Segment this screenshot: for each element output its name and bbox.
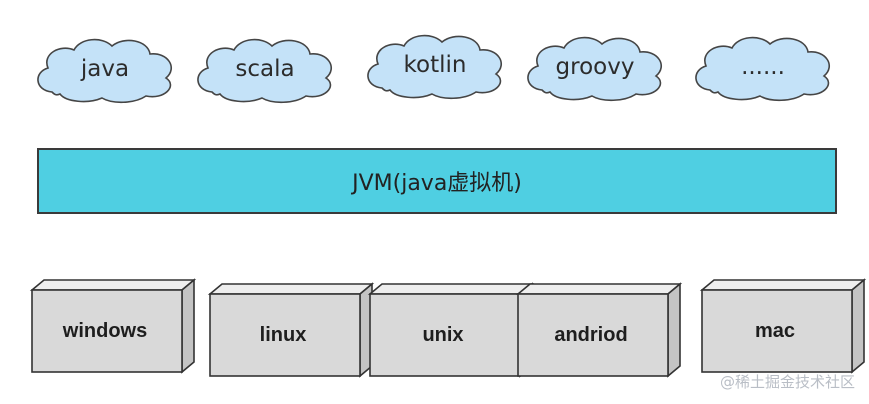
cloud-icon — [695, 36, 830, 102]
cloud-label: scala — [235, 56, 295, 82]
cloud-more: ...... — [688, 32, 838, 102]
jvm-label: JVM(java虚拟机) — [352, 171, 522, 196]
platform-box-unix: unix — [367, 282, 535, 378]
platform-label: mac — [754, 319, 796, 342]
platform-label: andriod — [554, 323, 628, 346]
platform-box-andriod: andriod — [515, 282, 683, 378]
box-icon — [515, 282, 683, 378]
box-icon — [29, 278, 197, 374]
box-icon — [207, 282, 375, 378]
cloud-icon — [37, 38, 172, 104]
cloud-icon — [197, 38, 332, 104]
cloud-icon — [367, 34, 502, 100]
jvm-bar: JVM(java虚拟机) — [37, 148, 837, 214]
platform-label: linux — [259, 323, 307, 346]
cloud-groovy: groovy — [520, 32, 670, 102]
platform-box-mac: mac — [699, 278, 867, 374]
cloud-label: groovy — [555, 54, 635, 80]
cloud-label: java — [80, 56, 130, 82]
platform-label: unix — [422, 323, 464, 346]
platform-box-linux: linux — [207, 282, 375, 378]
platform-label: windows — [62, 319, 148, 342]
cloud-scala: scala — [190, 34, 340, 104]
cloud-kotlin: kotlin — [360, 30, 510, 100]
cloud-java: java — [30, 34, 180, 104]
box-icon — [699, 278, 867, 374]
cloud-icon — [527, 36, 662, 102]
platform-box-windows: windows — [29, 278, 197, 374]
cloud-label: ...... — [741, 54, 785, 80]
watermark: @稀土掘金技术社区 — [719, 373, 855, 391]
cloud-label: kotlin — [403, 52, 467, 78]
